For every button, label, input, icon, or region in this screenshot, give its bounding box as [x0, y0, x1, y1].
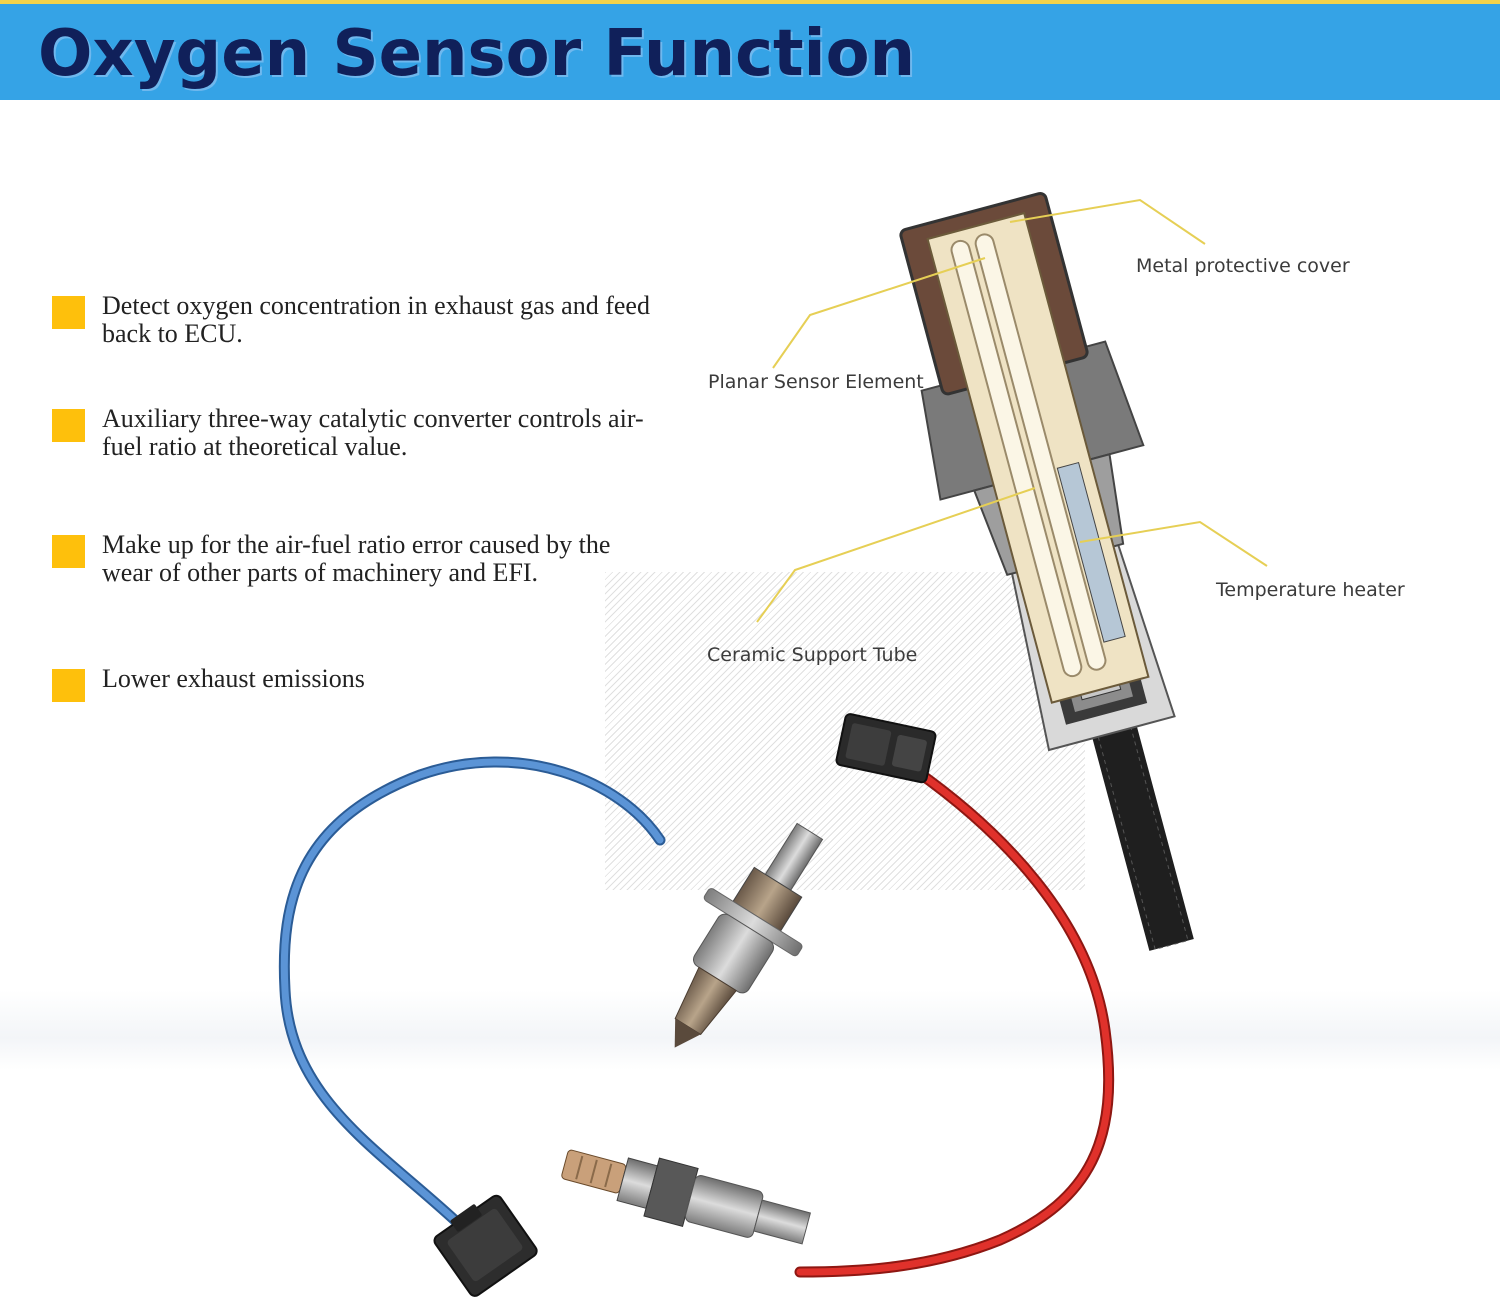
feature-text: Detect oxygen concentration in exhaust g…: [102, 291, 650, 348]
label-planar-sensor-element: Planar Sensor Element: [708, 371, 924, 393]
sensor-upper-body: [674, 822, 824, 1048]
header-banner: Oxygen Sensor Function: [0, 0, 1500, 100]
sensor-lower-body: [561, 1149, 812, 1245]
label-metal-protective-cover: Metal protective cover: [1136, 255, 1350, 277]
connector-plug-top: [835, 713, 937, 784]
feature-text: Make up for the air-fuel ratio error cau…: [102, 530, 611, 587]
bullet-square-icon: [52, 409, 85, 442]
bullet-square-icon: [52, 535, 85, 568]
oxygen-sensor-product-photo: [278, 713, 1115, 1297]
feature-text: Lower exhaust emissions: [102, 664, 365, 693]
connector-plug-bottom: [433, 1194, 538, 1297]
bullet-square-icon: [52, 296, 85, 329]
feature-list: Detect oxygen concentration in exhaust g…: [52, 0, 662, 760]
label-temperature-heater: Temperature heater: [1216, 579, 1405, 601]
page-title: Oxygen Sensor Function: [38, 17, 916, 91]
label-ceramic-support-tube: Ceramic Support Tube: [707, 644, 918, 666]
diagram-leader-lines: [756, 198, 1268, 623]
sensor-cutaway-diagram: [899, 192, 1194, 951]
feature-text: Auxiliary three-way catalytic converter …: [102, 404, 644, 461]
background-fade-band: [0, 990, 1500, 1070]
bullet-square-icon: [52, 669, 85, 702]
